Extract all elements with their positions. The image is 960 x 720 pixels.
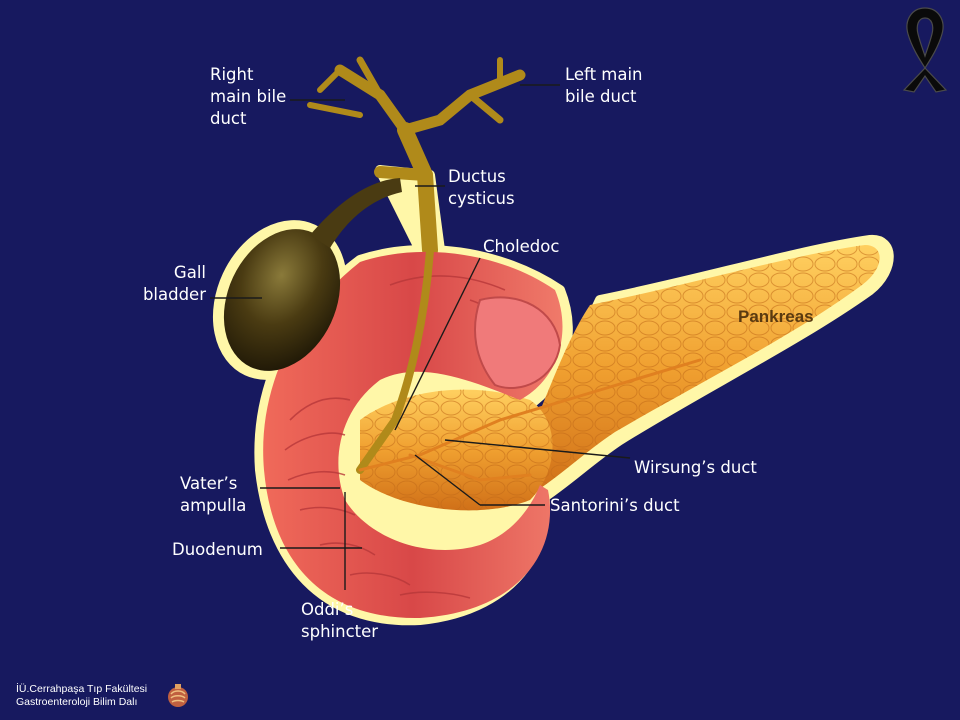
label-ductus-cysticus: Ductus cysticus: [448, 166, 515, 210]
label-santorinis-duct: Santorini’s duct: [550, 495, 680, 517]
label-left-main-bile-duct: Left main bile duct: [565, 64, 643, 108]
label-gall-bladder: Gall bladder: [120, 262, 206, 306]
label-oddis-sphincter: Oddi’s sphincter: [301, 599, 378, 643]
black-ribbon-icon: [894, 2, 956, 94]
pankreas-label: Pankreas: [738, 307, 814, 326]
faculty-logo-icon: [166, 682, 190, 708]
label-right-main-bile-duct: Right main bile duct: [210, 64, 286, 130]
label-wirsungs-duct: Wirsung’s duct: [634, 457, 757, 479]
label-choledoc: Choledoc: [483, 236, 559, 258]
footer-institution: İÜ.Cerrahpaşa Tıp Fakültesi Gastroentero…: [16, 683, 147, 709]
label-duodenum: Duodenum: [172, 539, 263, 561]
label-vaters-ampulla: Vater’s ampulla: [180, 473, 246, 517]
